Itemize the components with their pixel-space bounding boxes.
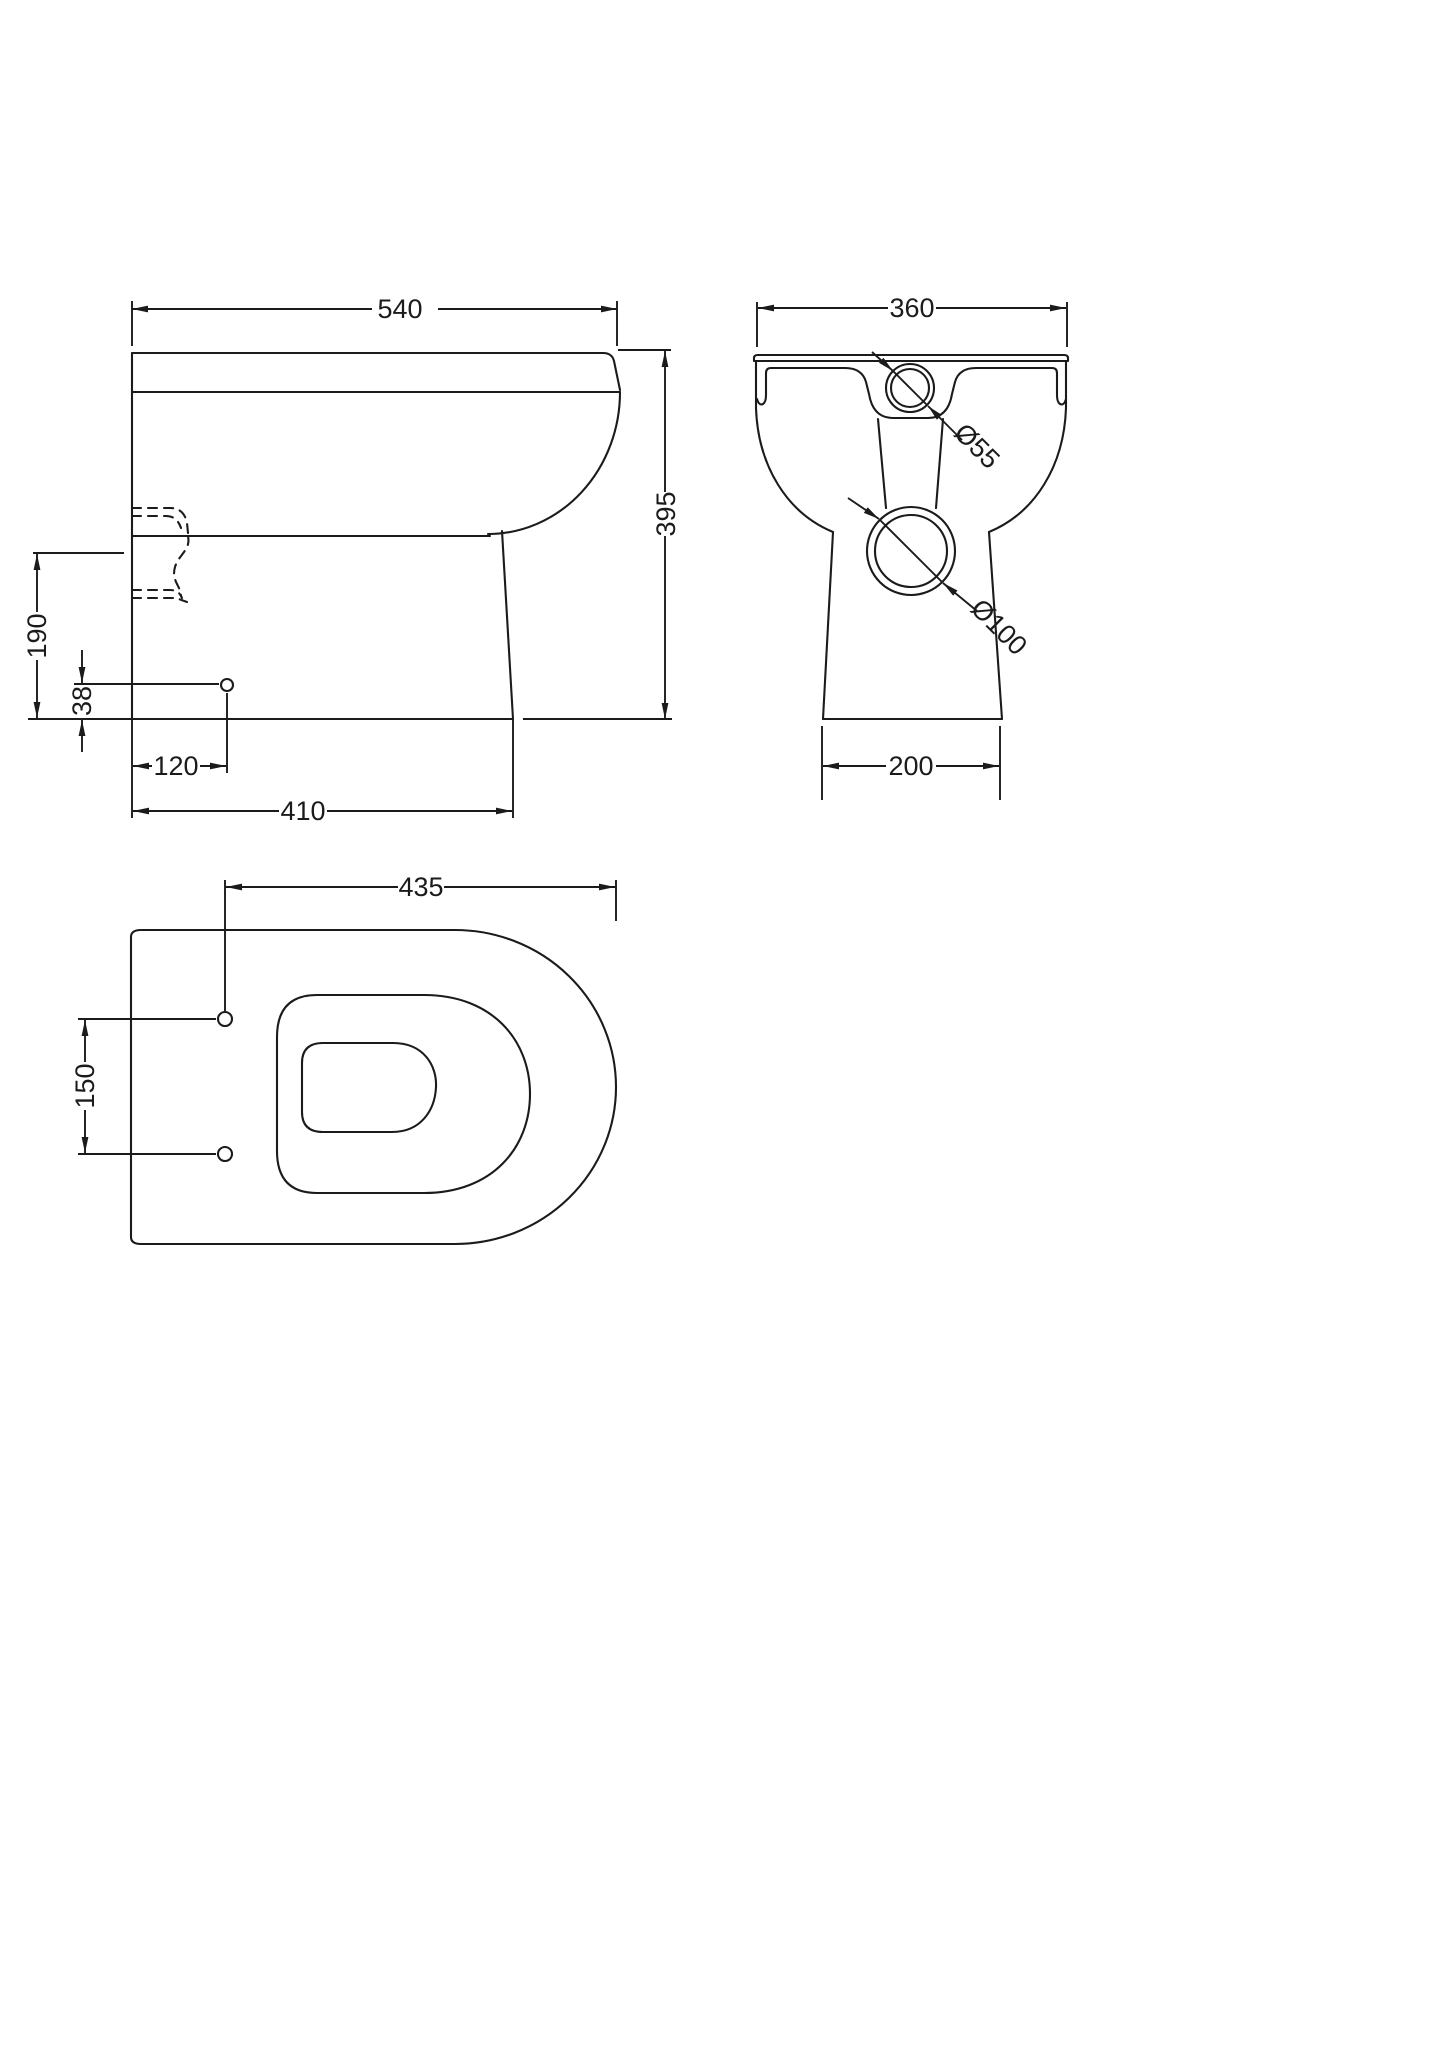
plan-fixing-hole-upper: [216, 1010, 234, 1028]
front-outlet-outer-circle: [865, 505, 957, 597]
plan-outer-outline: [129, 928, 618, 1246]
side-height-dim-label: 395: [651, 491, 681, 536]
dim-395-extensions: [523, 349, 672, 720]
plan-fixing-hole-spacing-dim-label: 150: [70, 1063, 100, 1108]
front-trapway-left: [876, 417, 888, 510]
front-width-dim-label: 360: [889, 293, 934, 323]
dim-540-extensions: [131, 301, 618, 346]
dim-outlet-arrow-upper: [847, 497, 880, 520]
front-outer-left: [754, 359, 835, 721]
front-inner-contour: [755, 366, 1068, 420]
front-inlet-diameter-dim-label: Ø55: [948, 417, 1005, 474]
front-outlet-inner-circle: [873, 513, 949, 589]
side-pedestal-front: [500, 529, 515, 721]
dim-inlet-arrow-upper: [871, 351, 894, 372]
front-outlet-diameter-dim-label: Ø100: [965, 593, 1033, 661]
front-top-plate: [752, 353, 1070, 363]
side-view: [130, 351, 622, 721]
front-inlet-outer-circle: [884, 362, 936, 414]
plan-view: [129, 928, 618, 1246]
dim-outlet-chord: [879, 519, 943, 583]
side-fixing-hole: [219, 677, 235, 693]
side-seat-outline: [130, 351, 622, 394]
plan-view-dimensions: [78, 880, 617, 1155]
front-outer-right: [987, 359, 1068, 721]
soil-pipe-hidden-outline: [130, 506, 190, 604]
dimension-labels: 540 395 190 38 120 410 360 Ø55 Ø100 200 …: [22, 293, 1033, 1109]
dim-outlet-arrow-lower: [942, 582, 978, 612]
dim-inlet-chord: [892, 370, 928, 406]
dim-120-410-extensions: [131, 693, 514, 818]
side-outlet-height-dim-label: 190: [22, 613, 52, 658]
side-depth-dim-label: 410: [280, 796, 325, 826]
dim-360-extensions: [756, 302, 1068, 347]
side-bowl-curve: [486, 390, 622, 536]
dim-200-extensions: [821, 726, 1001, 800]
front-view: [752, 353, 1070, 721]
dim-435-extensions: [224, 880, 617, 1011]
front-trapway-right: [934, 417, 945, 510]
dim-190-extensions: [28, 552, 132, 720]
side-view-dimensions: [28, 301, 672, 818]
plan-seat-ring: [275, 993, 532, 1195]
plan-fixing-hole-lower: [216, 1145, 234, 1163]
front-base-width-dim-label: 200: [888, 751, 933, 781]
front-inlet-inner-circle: [889, 367, 931, 409]
plan-flush-water-area: [300, 1041, 438, 1134]
dim-150-extensions: [78, 1018, 216, 1155]
front-view-dimensions: [756, 302, 1068, 800]
side-fixing-hole-height-dim-label: 38: [67, 686, 97, 716]
dim-inlet-arrow-lower: [927, 405, 963, 441]
side-width-dim-label: 540: [377, 294, 422, 324]
side-fixing-hole-offset-dim-label: 120: [153, 751, 198, 781]
plan-length-dim-label: 435: [398, 872, 443, 902]
